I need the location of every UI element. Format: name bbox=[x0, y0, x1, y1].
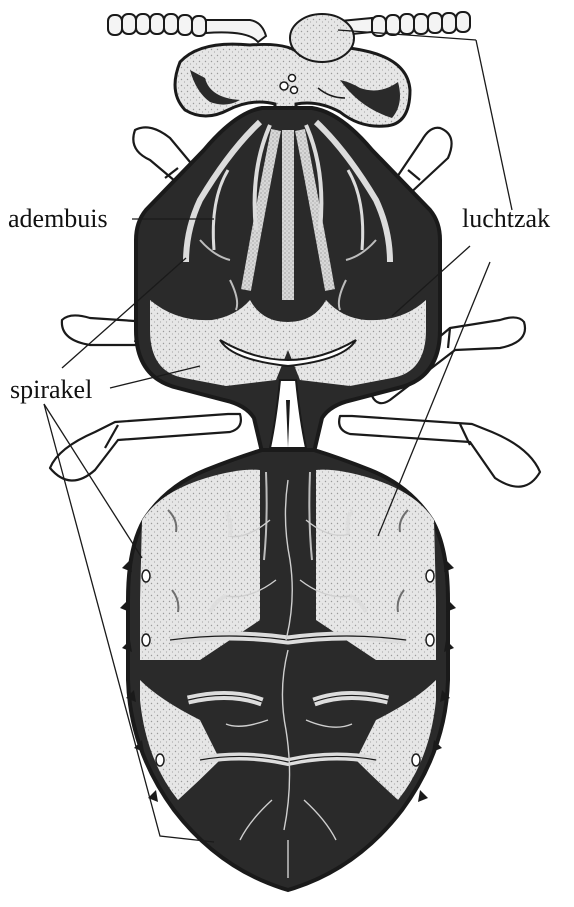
antenna-left bbox=[108, 14, 266, 42]
label-spirakel: spirakel bbox=[10, 375, 92, 404]
leader-luchtzak-stem bbox=[476, 40, 512, 210]
label-ademhalingsbuis: adembuis bbox=[8, 204, 108, 233]
label-luchtzak: luchtzak bbox=[462, 204, 550, 233]
ocellus-icon bbox=[280, 82, 288, 90]
abdomen bbox=[120, 450, 456, 890]
